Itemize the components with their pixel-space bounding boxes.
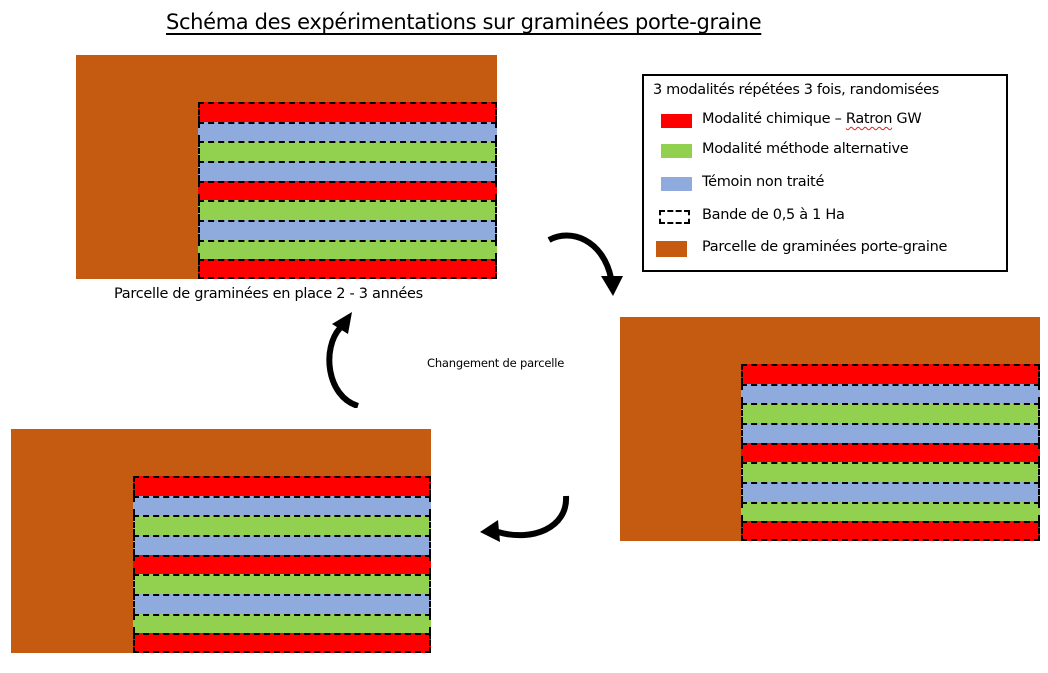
strip-group [741, 364, 1040, 541]
strip-alternative [741, 501, 1040, 522]
strip-chimique [133, 554, 431, 575]
arrow-right-to-bottom-icon [480, 495, 570, 542]
strip-chimique [133, 633, 431, 653]
red-swatch-icon [661, 114, 692, 128]
legend-label: Témoin non traité [702, 174, 825, 190]
diagram-title: Schéma des expérimentations sur graminée… [166, 10, 762, 34]
legend-item-bande: Bande de 0,5 à 1 Ha [644, 207, 1006, 228]
blue-swatch-icon [661, 177, 692, 191]
plot-top [76, 55, 497, 279]
plot-top-caption: Parcelle de graminées en place 2 - 3 ann… [114, 286, 423, 302]
label-spellcheck-word: Ratron [845, 111, 893, 127]
strip-alternative [133, 515, 431, 535]
legend-label: Bande de 0,5 à 1 Ha [702, 207, 845, 223]
strip-chimique [198, 259, 497, 279]
legend-item-chimique: Modalité chimique – Ratron GW [644, 111, 1006, 132]
strip-group [133, 476, 431, 653]
green-swatch-icon [661, 144, 692, 158]
brown-swatch-icon [656, 241, 687, 257]
strip-alternative [133, 574, 431, 594]
strip-chimique [741, 521, 1040, 541]
cycle-label: Changement de parcelle [427, 356, 565, 370]
strip-group [198, 102, 497, 279]
plot-right [620, 317, 1040, 541]
legend-label: Modalité méthode alternative [702, 141, 909, 157]
strip-chimique [198, 180, 497, 201]
legend-item-alternative: Modalité méthode alternative [644, 141, 1006, 162]
strip-alternative [741, 462, 1040, 482]
strip-temoin [198, 219, 497, 240]
strip-chimique [741, 442, 1040, 463]
strip-temoin [133, 534, 431, 555]
strip-alternative [198, 141, 497, 161]
legend-label: Modalité chimique – Ratron GW [702, 111, 922, 127]
legend-item-temoin: Témoin non traité [644, 174, 1006, 195]
legend-title: 3 modalités répétées 3 fois, randomisées [653, 82, 939, 98]
strip-temoin [741, 422, 1040, 443]
strip-temoin [741, 383, 1040, 404]
strip-chimique [741, 364, 1040, 384]
label-prefix: Modalité chimique – [702, 111, 846, 127]
legend: 3 modalités répétées 3 fois, randomisées… [642, 74, 1008, 272]
strip-temoin [133, 593, 431, 614]
strip-temoin [133, 495, 431, 516]
strip-temoin [741, 481, 1040, 502]
legend-item-parcelle: Parcelle de graminées porte-graine [644, 239, 1006, 260]
plot-bottom [11, 429, 431, 653]
arrow-bottom-to-top-icon [326, 312, 360, 408]
strip-alternative [198, 200, 497, 220]
arrow-top-to-right-icon [547, 232, 623, 296]
label-suffix: GW [892, 111, 922, 127]
strip-alternative [133, 613, 431, 634]
strip-chimique [198, 102, 497, 122]
strip-chimique [133, 476, 431, 496]
dashed-outline-swatch-icon [659, 210, 690, 224]
strip-alternative [198, 239, 497, 260]
strip-temoin [198, 160, 497, 181]
strip-temoin [198, 121, 497, 142]
legend-label: Parcelle de graminées porte-graine [702, 239, 948, 255]
strip-alternative [741, 403, 1040, 423]
